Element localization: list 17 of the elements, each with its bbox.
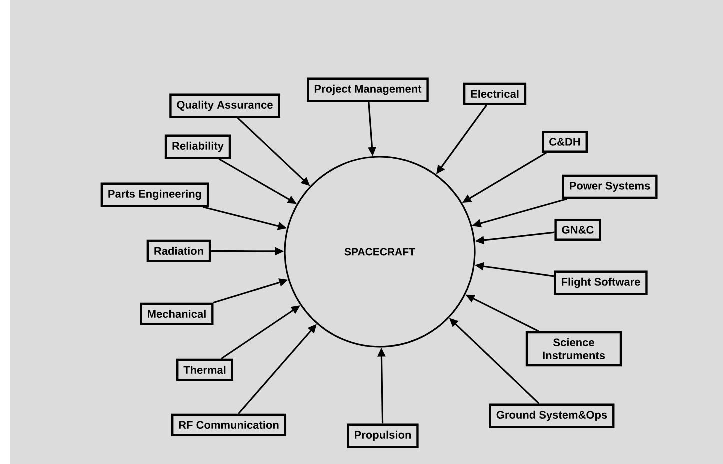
label-box: Ground System&Ops [489, 404, 615, 428]
label-box: Propulsion [347, 424, 419, 448]
label-box: RF Communication [171, 414, 287, 436]
label-box: Mechanical [140, 302, 214, 326]
label-box: Science Instruments [526, 331, 622, 367]
label-box: GN&C [554, 219, 602, 241]
label-box: Parts Engineering [100, 182, 210, 208]
label-box: Thermal [176, 358, 234, 382]
circle-node: SPACECRAFT [284, 156, 476, 348]
label-box: Reliability [164, 134, 232, 160]
label-box: Power Systems [562, 174, 658, 200]
label-box: Radiation [146, 240, 212, 262]
label-box: C&DH [542, 131, 588, 153]
label-box: Flight Software [554, 270, 648, 296]
label-box: Electrical [463, 82, 527, 106]
label-box: Quality Assurance [170, 94, 280, 118]
label-box: Project Management [307, 78, 429, 102]
